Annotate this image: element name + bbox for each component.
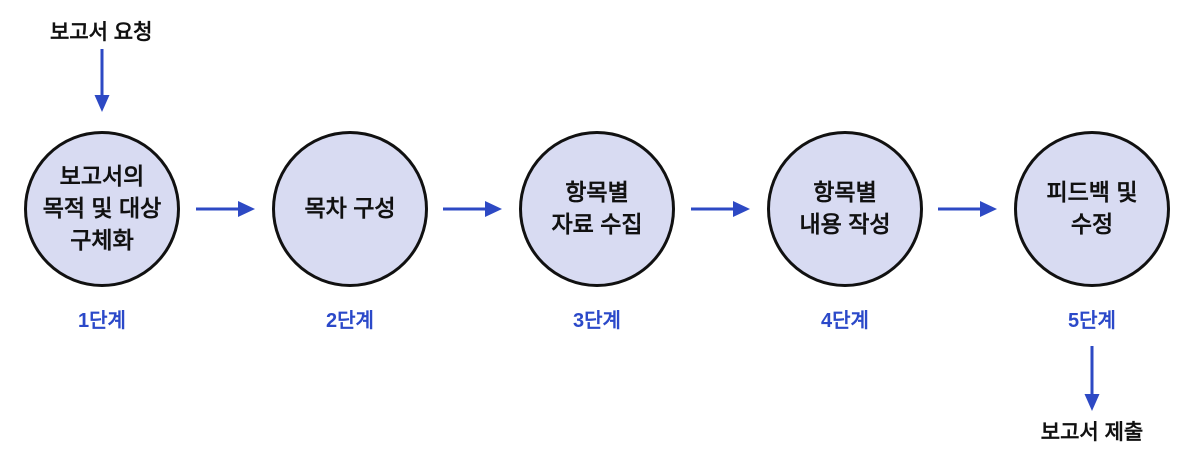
step-5-stage-label: 5단계	[1068, 310, 1116, 332]
step-5-node: 피드백 및 수정	[1014, 131, 1170, 287]
step-4-title: 항목별 내용 작성	[799, 179, 891, 237]
step-3-title: 항목별 자료 수집	[551, 179, 643, 237]
arrow-down-icon	[1084, 346, 1100, 411]
step-1-title: 보고서의 목적 및 대상 구체화	[42, 163, 162, 253]
step-3: 항목별 자료 수집 3단계	[519, 131, 675, 333]
arrow-right-icon	[443, 201, 502, 217]
step-5-title: 피드백 및 수정	[1046, 179, 1138, 237]
step-2-stage-label: 2단계	[326, 310, 374, 332]
start-label: 보고서 요청	[50, 21, 153, 44]
arrow-right-icon	[196, 201, 255, 217]
step-3-stage-label: 3단계	[573, 310, 621, 332]
step-4-stage-label: 4단계	[821, 310, 869, 332]
arrow-down-icon	[94, 49, 110, 112]
step-1: 보고서의 목적 및 대상 구체화 1단계	[24, 131, 180, 333]
step-5: 피드백 및 수정 5단계	[1014, 131, 1170, 333]
step-2: 목차 구성 2단계	[272, 131, 428, 333]
step-1-node: 보고서의 목적 및 대상 구체화	[24, 131, 180, 287]
step-1-stage-label: 1단계	[78, 310, 126, 332]
arrow-right-icon	[691, 201, 750, 217]
end-label: 보고서 제출	[1040, 421, 1144, 444]
step-2-node: 목차 구성	[272, 131, 428, 287]
step-2-title: 목차 구성	[304, 195, 396, 222]
step-4: 항목별 내용 작성 4단계	[767, 131, 923, 333]
step-4-node: 항목별 내용 작성	[767, 131, 923, 287]
arrow-right-icon	[938, 201, 997, 217]
step-3-node: 항목별 자료 수집	[519, 131, 675, 287]
